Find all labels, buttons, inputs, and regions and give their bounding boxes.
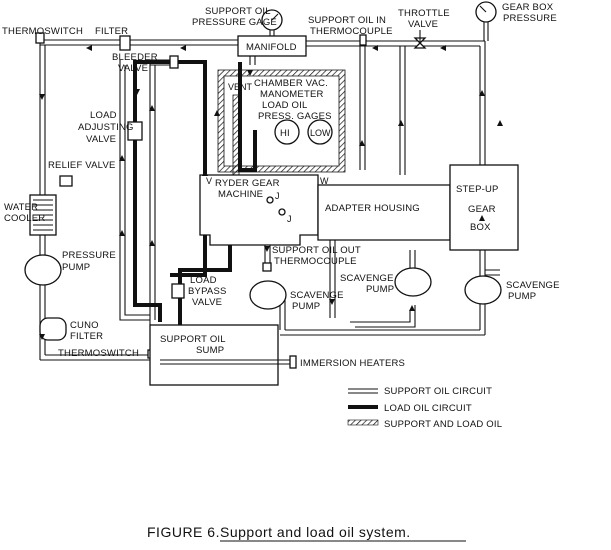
bleeder-valve-label-1: BLEEDER	[112, 52, 158, 63]
mark-v: V	[206, 176, 212, 186]
cuno-filter-label-2: FILTER	[70, 331, 103, 342]
load-oil-hi-gage: HI	[274, 119, 300, 145]
support-oil-in-thermocouple-label-1: SUPPORT OIL IN	[308, 15, 386, 26]
manifold: MANIFOLD	[237, 35, 307, 57]
support-oil-pressure-gage	[261, 9, 283, 31]
ryder-gear-label-1: RYDER GEAR	[215, 178, 280, 189]
load-adjusting-label-3: VALVE	[86, 134, 116, 145]
ryder-gear-label-2: MACHINE	[218, 189, 263, 200]
throttle-valve-label-2: VALVE	[408, 19, 438, 30]
pressure-pump-label-2: PUMP	[62, 262, 90, 273]
bleeder-valve	[169, 55, 179, 69]
load-adjusting-label-2: ADJUSTING	[78, 122, 134, 133]
step-up-label-1: STEP-UP	[456, 184, 499, 195]
support-oil-pressure-gage-label-2: PRESSURE GAGE	[192, 17, 277, 28]
legend-load-label: LOAD OIL CIRCUIT	[384, 403, 472, 414]
bleeder-valve-label-2: VALVE	[118, 63, 148, 74]
chamber-vac-label-1: CHAMBER VAC.	[254, 78, 328, 89]
water-cooler-label-1: WATER	[4, 202, 38, 213]
labels: SUPPORT OIL PRESSURE GAGE SUPPORT OIL IN…	[2, 2, 560, 369]
throttle-valve	[413, 30, 427, 49]
gear-box-pressure-label-2: PRESSURE	[503, 13, 557, 24]
filter-label: FILTER	[95, 26, 128, 37]
scavenge-right-label-2: PUMP	[366, 284, 394, 295]
filter-top	[119, 35, 131, 51]
sump-label-2: SUMP	[196, 345, 224, 356]
flow-arrows	[39, 45, 503, 340]
support-oil-sump	[149, 324, 279, 386]
scavenge-far-right-label-2: PUMP	[508, 291, 536, 302]
scavenge-right-label-1: SCAVENGE	[340, 273, 394, 284]
throttle-valve-label-1: THROTTLE	[398, 8, 450, 19]
gear-box-pressure-label-1: GEAR BOX	[502, 2, 554, 13]
mark-j1: J	[275, 191, 280, 201]
pressure-pump	[24, 254, 62, 286]
gage-hi-label: HI	[280, 128, 290, 139]
load-bypass-label-2: BYPASS	[188, 286, 227, 297]
load-bypass-label-3: VALVE	[192, 297, 222, 308]
support-oil-out-label-1: SUPPORT OIL OUT	[272, 245, 361, 256]
support-oil-in-thermocouple	[359, 34, 367, 46]
scavenge-pump-right	[394, 267, 432, 297]
sump-label-1: SUPPORT OIL	[160, 334, 226, 345]
immersion-heaters-label: IMMERSION HEATERS	[300, 358, 405, 369]
support-oil-pressure-gage-label-1: SUPPORT OIL	[205, 6, 271, 17]
gage-low-label: LOW	[310, 128, 331, 138]
step-up-label-3: BOX	[470, 222, 491, 233]
thermoswitch-top	[35, 32, 45, 44]
vent-label: VENT	[228, 82, 253, 92]
thermoswitch-bottom-label: THERMOSWITCH	[58, 348, 139, 359]
support-oil-in-thermocouple-label-2: THERMOCOUPLE	[310, 26, 393, 37]
thermoswitch-top-label: THERMOSWITCH	[2, 26, 83, 37]
water-cooler	[29, 194, 57, 236]
pressure-pump-label-1: PRESSURE	[62, 250, 116, 261]
gear-box-pressure-gage	[475, 1, 497, 23]
cuno-filter	[39, 317, 67, 341]
step-up-label-2: GEAR	[468, 204, 496, 215]
scavenge-far-right-label-1: SCAVENGE	[506, 280, 560, 291]
caption-prefix: FIGURE 6.	[147, 524, 220, 540]
legend: SUPPORT OIL CIRCUIT LOAD OIL CIRCUIT SUP…	[347, 386, 502, 430]
load-bypass-valve	[171, 283, 185, 299]
load-adjusting-label-1: LOAD	[90, 110, 117, 121]
mark-j2: J	[287, 214, 292, 224]
scavenge-pump-mid	[249, 280, 287, 310]
scavenge-mid-label-2: PUMP	[292, 301, 320, 312]
legend-both-label: SUPPORT AND LOAD OIL	[384, 419, 502, 430]
load-oil-gages-label-2: PRESS. GAGES	[258, 111, 332, 122]
legend-support-label: SUPPORT OIL CIRCUIT	[384, 386, 492, 397]
chamber-vac-label-2: MANOMETER	[260, 89, 324, 100]
step-up-gear-box	[449, 164, 519, 251]
scavenge-pump-far-right	[464, 275, 502, 305]
water-cooler-label-2: COOLER	[4, 213, 45, 224]
manifold-label: MANIFOLD	[246, 42, 297, 53]
load-oil-low-gage: LOW	[307, 119, 333, 145]
scavenge-mid-label-1: SCAVENGE	[290, 290, 344, 301]
junction-j1	[266, 196, 274, 204]
support-oil-out-label-2: THERMOCOUPLE	[274, 256, 357, 267]
load-bypass-label-1: LOAD	[190, 275, 217, 286]
junction-j2	[278, 208, 286, 216]
mark-w: W	[320, 176, 329, 186]
caption-text: Support and load oil system.	[220, 524, 411, 540]
adapter-housing-label: ADAPTER HOUSING	[325, 203, 420, 214]
load-adjusting-valve	[127, 121, 143, 141]
immersion-heaters	[160, 355, 297, 369]
figure-caption: FIGURE 6. Support and load oil system.	[147, 524, 466, 542]
cuno-filter-label-1: CUNO	[70, 320, 99, 331]
relief-valve-label: RELIEF VALVE	[48, 160, 116, 171]
load-oil-gages-label-1: LOAD OIL	[262, 100, 307, 111]
relief-valve	[59, 175, 73, 187]
support-oil-out-thermocouple	[262, 262, 272, 272]
